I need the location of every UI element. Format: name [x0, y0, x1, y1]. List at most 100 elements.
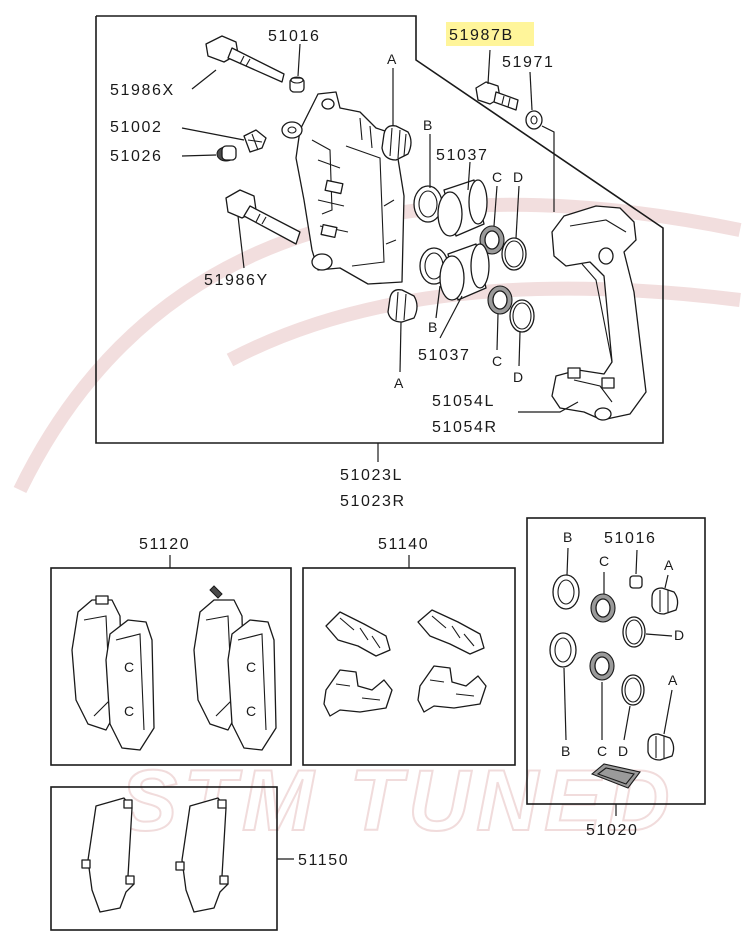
- label-c-bottom: C: [492, 353, 502, 369]
- kit-ring-c-upper: [590, 593, 616, 623]
- dust-boot-a-upper: [381, 125, 412, 161]
- kit-leader-a-top: [664, 574, 669, 589]
- leader-51016: [297, 43, 301, 77]
- main-assembly-box: [95, 15, 664, 444]
- label-51120: 51120: [139, 536, 190, 553]
- piston-lower: [439, 243, 490, 301]
- leader-51986Y: [237, 215, 245, 269]
- clip-set-box: [302, 567, 516, 766]
- label-51140: 51140: [378, 536, 429, 553]
- brake-pad-left-pair: C C: [71, 595, 155, 751]
- label-51037-upper: 51037: [436, 147, 489, 164]
- pad-clips-upper-left: [325, 611, 391, 657]
- kit-leader-a-bottom: [663, 689, 673, 735]
- kit-leader-d-bottom: [623, 705, 631, 741]
- bleeder-cap: [216, 145, 237, 162]
- bleeder-screw: [243, 129, 267, 153]
- highlight-51987B: [446, 22, 534, 46]
- kit-leader-b-top: [566, 547, 569, 576]
- leader-bolt-to-support: [541, 125, 555, 212]
- pin-boot-51016: [289, 76, 305, 93]
- piston-ring-d-lower: [509, 299, 535, 333]
- kit-boot-a-upper: [651, 587, 679, 615]
- label-51986X: 51986X: [110, 82, 175, 99]
- label-51986Y: 51986Y: [204, 272, 269, 289]
- leader-51987B: [487, 49, 491, 85]
- leader-c-bottom: [496, 313, 499, 351]
- leader-c-top: [493, 185, 498, 227]
- pad-clips-lower-right: [417, 665, 487, 713]
- pad-set-box: [50, 567, 292, 766]
- label-51987B: 51987B: [449, 27, 514, 44]
- label-51026: 51026: [110, 148, 163, 165]
- label-51020: 51020: [586, 822, 639, 839]
- kit-label-c-top: C: [599, 553, 609, 569]
- guide-pin-x: [205, 35, 285, 83]
- piston-ring-d-upper: [501, 237, 527, 271]
- leader-d-bottom: [518, 331, 521, 367]
- wear-indicator-icon: [209, 585, 223, 599]
- pad-right-mark-bottom: C: [246, 703, 256, 719]
- piston-upper: [437, 179, 488, 237]
- kit-boot-a-lower: [647, 733, 675, 761]
- kit-seal-b-lower: [549, 632, 577, 668]
- pad-left-mark-top: C: [124, 659, 134, 675]
- main-box-labels: 51016 51986X 51002 51026 51986Y 51987B 5…: [110, 27, 555, 510]
- label-51002: 51002: [110, 119, 163, 136]
- guide-pin-y: [225, 189, 301, 245]
- kit-ring-d-lower: [621, 674, 645, 706]
- kit-grease-packet: [590, 763, 641, 789]
- label-51016: 51016: [268, 28, 321, 45]
- kit-boot-51016: [629, 575, 643, 589]
- kit-label-a-top: A: [664, 557, 674, 573]
- caliper-support-bracket: [551, 205, 647, 421]
- label-a-bottom: A: [394, 375, 404, 391]
- label-b-bottom: B: [428, 319, 437, 335]
- kit-label-d-top: D: [674, 627, 684, 643]
- leader-51002: [181, 127, 245, 141]
- kit-label-b-top: B: [563, 529, 572, 545]
- leader-51054: [518, 401, 579, 413]
- kit-ring-d-upper: [622, 616, 646, 648]
- label-51150: 51150: [298, 852, 349, 869]
- pad-clips-lower-left: [323, 669, 393, 717]
- pad-clips-upper-right: [417, 609, 485, 655]
- kit-label-d-bottom: D: [618, 743, 628, 759]
- leader-51986X: [191, 69, 217, 90]
- caliper-body: [281, 91, 405, 285]
- brake-pad-right-pair: C C: [193, 585, 277, 751]
- kit-label-b-bottom: B: [561, 743, 570, 759]
- piston-ring-c-upper: [479, 225, 505, 255]
- label-c-top: C: [492, 169, 502, 185]
- label-51054L: 51054L: [432, 393, 495, 410]
- dust-boot-a-lower: [387, 289, 418, 323]
- pad-right-mark-top: C: [246, 659, 256, 675]
- kit-leader-51016: [635, 549, 638, 575]
- piston-ring-c-lower: [487, 285, 513, 315]
- washer-51971: [525, 110, 543, 130]
- label-d-top: D: [513, 169, 523, 185]
- kit-leader-b-bottom: [563, 667, 567, 741]
- kit-label-c-bottom: C: [597, 743, 607, 759]
- leader-a-bottom: [399, 321, 402, 373]
- kit-label-a-bottom: A: [668, 672, 678, 688]
- kit-ring-c-lower: [589, 651, 615, 681]
- caliper-bolt-51987B: [475, 81, 519, 111]
- label-51023R: 51023R: [340, 493, 406, 510]
- label-51971: 51971: [502, 54, 555, 71]
- pad-shim-right: [175, 797, 229, 913]
- kit-leader-d-top: [645, 633, 673, 637]
- label-51054R: 51054R: [432, 419, 498, 436]
- leader-51971: [529, 71, 533, 111]
- label-d-bottom: D: [513, 369, 523, 385]
- leader-d-top: [515, 185, 520, 239]
- pad-left-mark-bottom: C: [124, 703, 134, 719]
- kit-seal-b-upper: [552, 574, 580, 610]
- label-51037-lower: 51037: [418, 347, 471, 364]
- leader-b-bottom: [435, 285, 441, 319]
- label-51023L: 51023L: [340, 467, 403, 484]
- pad-shim-left: [81, 797, 135, 913]
- kit-label-51016: 51016: [604, 530, 657, 547]
